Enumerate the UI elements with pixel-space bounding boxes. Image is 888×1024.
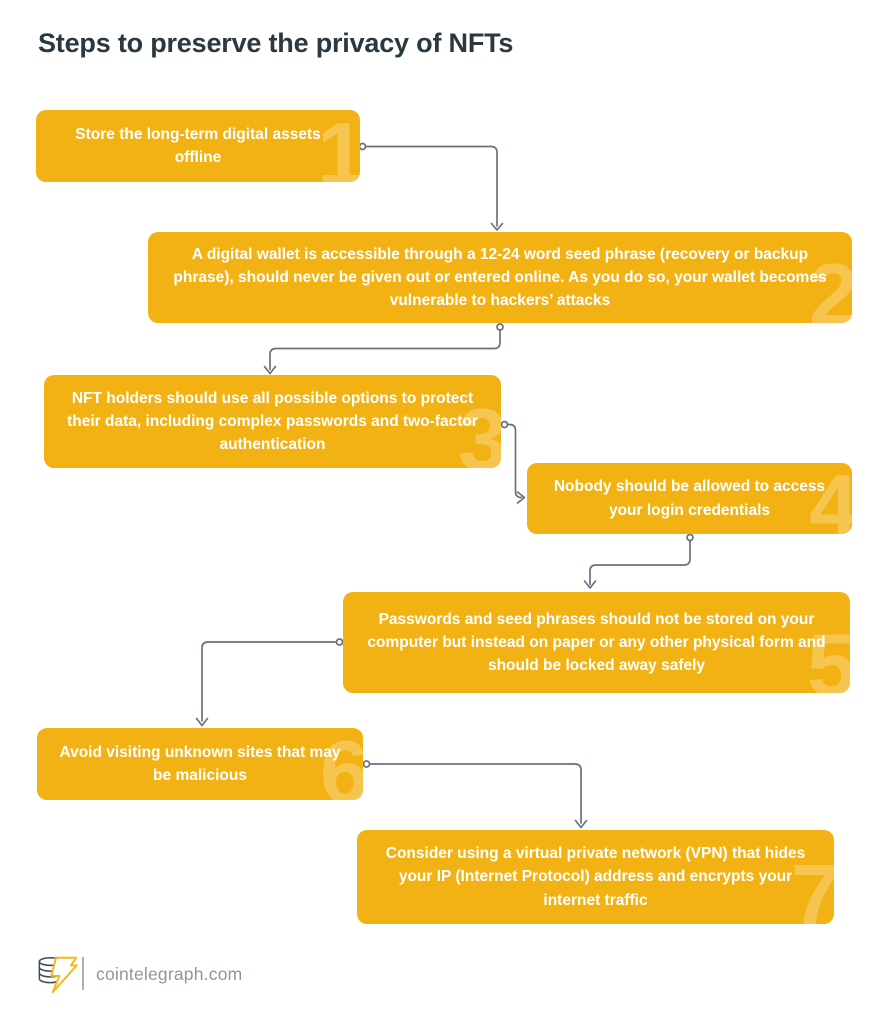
arrowhead-down-icon <box>583 580 597 589</box>
connector-5-to-6 <box>195 638 344 727</box>
arrowhead-down-icon <box>490 222 504 231</box>
step-box-1: 1 Store the long-term digital assets off… <box>36 110 360 182</box>
step-text: Store the long-term digital assets offli… <box>75 125 321 166</box>
connector-start-dot <box>362 760 371 768</box>
arrowhead-right-icon <box>516 491 526 504</box>
connector-6-to-7 <box>362 760 588 829</box>
step-number-watermark: 7 <box>791 846 834 925</box>
step-text: Nobody should be allowed to access your … <box>553 478 826 519</box>
step-box-4: 4 Nobody should be allowed to access you… <box>527 463 852 534</box>
step-box-6: 6 Avoid visiting unknown sites that may … <box>37 728 363 800</box>
connector-start-dot <box>496 323 504 331</box>
step-number-watermark: 6 <box>320 728 363 800</box>
arrowhead-down-icon <box>195 717 209 727</box>
arrowhead-down-icon <box>574 819 588 829</box>
connector-start-dot <box>500 420 509 429</box>
connector-3-to-4 <box>500 420 526 504</box>
step-box-5: 5 Passwords and seed phrases should not … <box>343 592 850 693</box>
arrowhead-down-icon <box>263 365 277 375</box>
step-text: NFT holders should use all possible opti… <box>67 389 478 454</box>
connector-2-to-3 <box>263 323 504 375</box>
step-text: A digital wallet is accessible through a… <box>173 245 827 310</box>
step-number-watermark: 2 <box>809 245 852 324</box>
step-box-7: 7 Consider using a virtual private netwo… <box>357 830 834 924</box>
page-title: Steps to preserve the privacy of NFTs <box>38 28 514 58</box>
step-number-watermark: 4 <box>809 463 852 534</box>
step-number-watermark: 1 <box>317 110 360 182</box>
step-text: Consider using a virtual private network… <box>385 845 806 909</box>
lightning-bolt-icon <box>50 956 78 994</box>
connector-start-dot <box>358 142 367 151</box>
step-number-watermark: 5 <box>807 615 850 694</box>
step-number-watermark: 3 <box>458 390 501 469</box>
step-box-2: 2 A digital wallet is accessible through… <box>148 232 852 323</box>
connector-start-dot <box>686 533 694 542</box>
footer-brand-text: cointelegraph.com <box>96 964 243 984</box>
step-text: Avoid visiting unknown sites that may be… <box>59 743 341 784</box>
step-box-3: 3 NFT holders should use all possible op… <box>44 375 501 468</box>
step-text: Passwords and seed phrases should not be… <box>367 610 826 675</box>
connector-1-to-2 <box>358 142 504 231</box>
connector-4-to-5 <box>583 533 694 589</box>
footer-divider <box>82 957 84 990</box>
connector-start-dot <box>335 638 344 646</box>
cointelegraph-logo <box>36 951 80 1002</box>
